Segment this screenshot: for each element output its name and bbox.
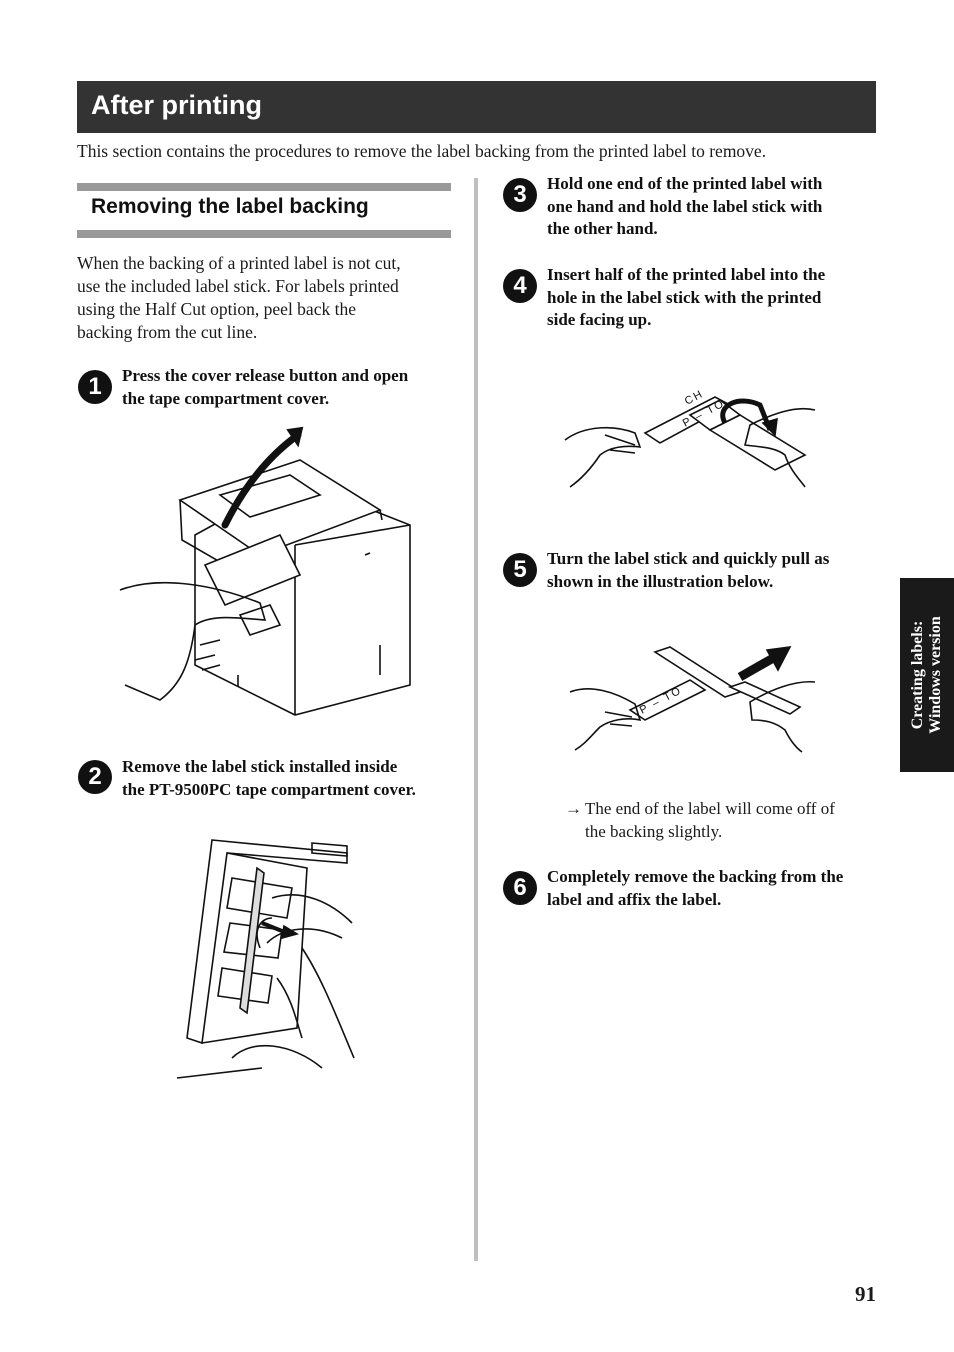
step-line: the tape compartment cover. [122, 388, 330, 408]
chapter-side-tab-text: Creating labels: Windows version [909, 616, 945, 734]
step-line: the other hand. [547, 219, 658, 238]
page-title: After printing [91, 90, 262, 120]
side-tab-line: Creating labels: [909, 620, 926, 730]
step-5-text: Turn the label stick and quickly pull as… [547, 548, 877, 593]
step-number-3: 3 [503, 178, 537, 212]
step-line: Turn the label stick and quickly pull as [547, 549, 830, 568]
step-number-1: 1 [78, 370, 112, 404]
subsection-paragraph: When the backing of a printed label is n… [77, 252, 447, 344]
step-2-text: Remove the label stick installed inside … [122, 756, 462, 801]
step-line: hole in the label stick with the printed [547, 287, 822, 307]
step-line: Press the cover release button and open [122, 366, 409, 385]
paragraph-line: use the included label stick. For labels… [77, 276, 399, 296]
subsection-bottom-bar [77, 230, 451, 238]
step-line: Remove the label stick installed inside [122, 757, 398, 776]
subsection-title: Removing the label backing [91, 195, 369, 218]
step-line: shown in the illustration below. [547, 571, 774, 591]
paragraph-line: backing from the cut line. [77, 322, 258, 342]
note-line: The end of the label will come off of [585, 799, 835, 818]
note-arrow-icon: → [565, 799, 582, 818]
column-divider [474, 178, 478, 1261]
label-insert-illustration: P – TO CH [565, 388, 815, 493]
step-3-text: Hold one end of the printed label with o… [547, 173, 877, 241]
paragraph-line: When the backing of a printed label is n… [77, 253, 401, 273]
pull-stick-illustration: P – TO [570, 642, 815, 754]
label-stick-removal-illustration [172, 828, 362, 1090]
subsection-top-bar [77, 183, 451, 191]
step-line: label and affix the label. [547, 889, 722, 909]
paragraph-line: using the Half Cut option, peel back the [77, 299, 356, 319]
step-4-text: Insert half of the printed label into th… [547, 264, 877, 332]
step-number-5: 5 [503, 553, 537, 587]
section-title-bar: After printing [77, 81, 876, 133]
step-line: Hold one end of the printed label with [547, 174, 823, 193]
note-line: the backing slightly. [585, 821, 723, 841]
result-note: →The end of the label will come off of t… [565, 798, 875, 843]
step-line: Insert half of the printed label into th… [547, 265, 826, 284]
step-line: Completely remove the backing from the [547, 867, 844, 886]
printer-cover-illustration [120, 425, 420, 720]
intro-text: This section contains the procedures to … [77, 141, 767, 161]
page-number: 91 [855, 1282, 876, 1306]
step-6-text: Completely remove the backing from the l… [547, 866, 877, 911]
step-number-2: 2 [78, 760, 112, 794]
step-1-text: Press the cover release button and open … [122, 365, 452, 410]
side-tab-line: Windows version [927, 616, 944, 734]
chapter-side-tab: Creating labels: Windows version [900, 578, 954, 772]
step-line: the PT-9500PC tape compartment cover. [122, 779, 416, 799]
step-line: one hand and hold the label stick with [547, 196, 823, 216]
step-number-4: 4 [503, 269, 537, 303]
step-number-6: 6 [503, 871, 537, 905]
step-line: side facing up. [547, 310, 652, 329]
